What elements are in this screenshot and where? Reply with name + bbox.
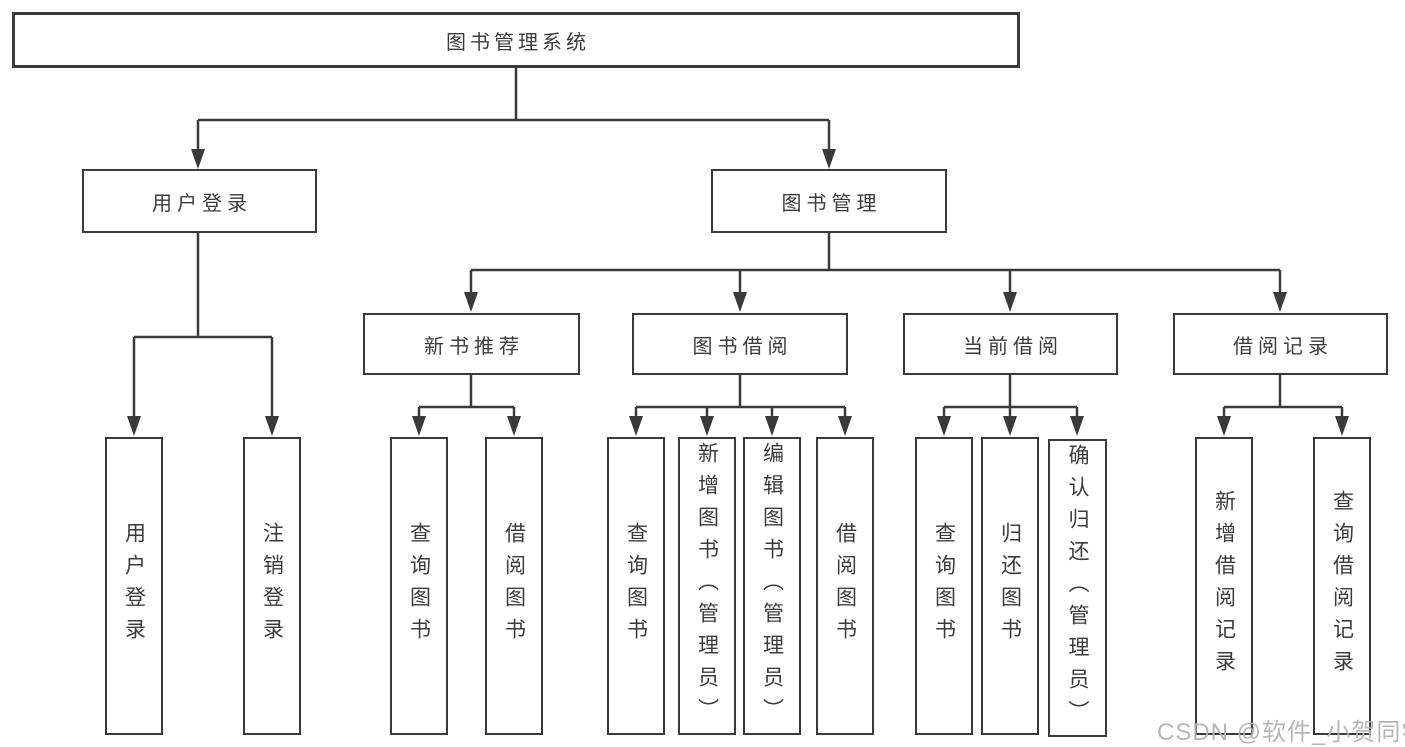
- node-borrowing-records: 借阅记录: [1173, 313, 1388, 375]
- node-label: 借阅图书: [833, 522, 857, 650]
- arrowhead-icon: [412, 416, 426, 436]
- arrowhead-icon: [700, 416, 714, 436]
- node-label: 查询借阅记录: [1330, 490, 1354, 682]
- node-label: 注销登录: [260, 522, 284, 650]
- arrowhead-icon: [265, 416, 279, 436]
- leaf-query-books-3: 查询图书: [915, 437, 973, 735]
- node-current-borrowing: 当前借阅: [903, 313, 1118, 375]
- connector-section2-children: [937, 375, 1084, 436]
- connector-section3-children: [1217, 375, 1349, 436]
- node-label: 当前借阅: [963, 335, 1063, 358]
- node-label: 图书借阅: [692, 335, 793, 358]
- arrowhead-icon: [822, 149, 836, 169]
- connector-user-login-children: [127, 233, 279, 436]
- node-user-login: 用户登录: [82, 169, 317, 233]
- connector-section1-children: [629, 375, 852, 436]
- leaf-add-books-admin: 新增图书（管理员）: [678, 437, 736, 735]
- connector-section0-children: [412, 375, 521, 436]
- node-label: 用户登录: [122, 522, 146, 650]
- arrowhead-icon: [191, 149, 205, 169]
- leaf-return-books: 归还图书: [981, 437, 1039, 735]
- node-new-book-recommendation: 新书推荐: [363, 313, 580, 375]
- node-label: 查询图书: [624, 522, 648, 650]
- arrowhead-icon: [1070, 416, 1084, 436]
- leaf-add-borrow-record: 新增借阅记录: [1195, 437, 1253, 735]
- node-label: 图书管理: [781, 192, 882, 215]
- arrowhead-icon: [1335, 416, 1349, 436]
- node-label: 新增借阅记录: [1212, 490, 1236, 682]
- node-label: 归还图书: [998, 522, 1022, 650]
- node-label: 用户登录: [152, 192, 252, 215]
- node-book-borrowing: 图书借阅: [632, 313, 848, 375]
- node-label: 查询图书: [932, 522, 956, 650]
- node-label: 编辑图书（管理员）: [760, 442, 784, 730]
- arrowhead-icon: [838, 416, 852, 436]
- leaf-query-borrow-record: 查询借阅记录: [1313, 437, 1371, 735]
- arrowhead-icon: [464, 292, 478, 312]
- node-label: 新增图书（管理员）: [695, 442, 719, 730]
- leaf-confirm-return-admin: 确认归还（管理员）: [1048, 439, 1107, 737]
- arrowhead-icon: [1003, 292, 1017, 312]
- arrowhead-icon: [1217, 416, 1231, 436]
- node-label: 确认归还（管理员）: [1066, 444, 1089, 732]
- arrowhead-icon: [937, 416, 951, 436]
- connector-book-management-sections: [464, 233, 1287, 312]
- arrowhead-icon: [127, 416, 141, 436]
- node-label: 借阅图书: [502, 522, 526, 650]
- node-label: 图书管理系统: [446, 31, 590, 54]
- arrowhead-icon: [1273, 292, 1287, 312]
- arrowhead-icon: [507, 416, 521, 436]
- arrowhead-icon: [733, 292, 747, 312]
- leaf-edit-books-admin: 编辑图书（管理员）: [743, 437, 801, 735]
- node-book-management: 图书管理: [711, 169, 947, 233]
- csdn-watermark: CSDN @软件_小贺同学: [1157, 719, 1405, 746]
- leaf-user-login: 用户登录: [105, 437, 163, 735]
- leaf-logout: 注销登录: [243, 437, 301, 735]
- node-label: 借阅记录: [1233, 335, 1333, 358]
- arrowhead-icon: [765, 416, 779, 436]
- leaf-query-books-1: 查询图书: [390, 437, 448, 735]
- connector-root-to-level1: [191, 68, 836, 169]
- leaf-query-books-2: 查询图书: [607, 437, 665, 735]
- node-library-management-system: 图书管理系统: [12, 12, 1020, 68]
- node-label: 新书推荐: [424, 335, 524, 358]
- leaf-borrow-books-1: 借阅图书: [485, 437, 543, 735]
- arrowhead-icon: [629, 416, 643, 436]
- node-label: 查询图书: [407, 522, 431, 650]
- leaf-borrow-books-2: 借阅图书: [816, 437, 874, 735]
- arrowhead-icon: [1003, 416, 1017, 436]
